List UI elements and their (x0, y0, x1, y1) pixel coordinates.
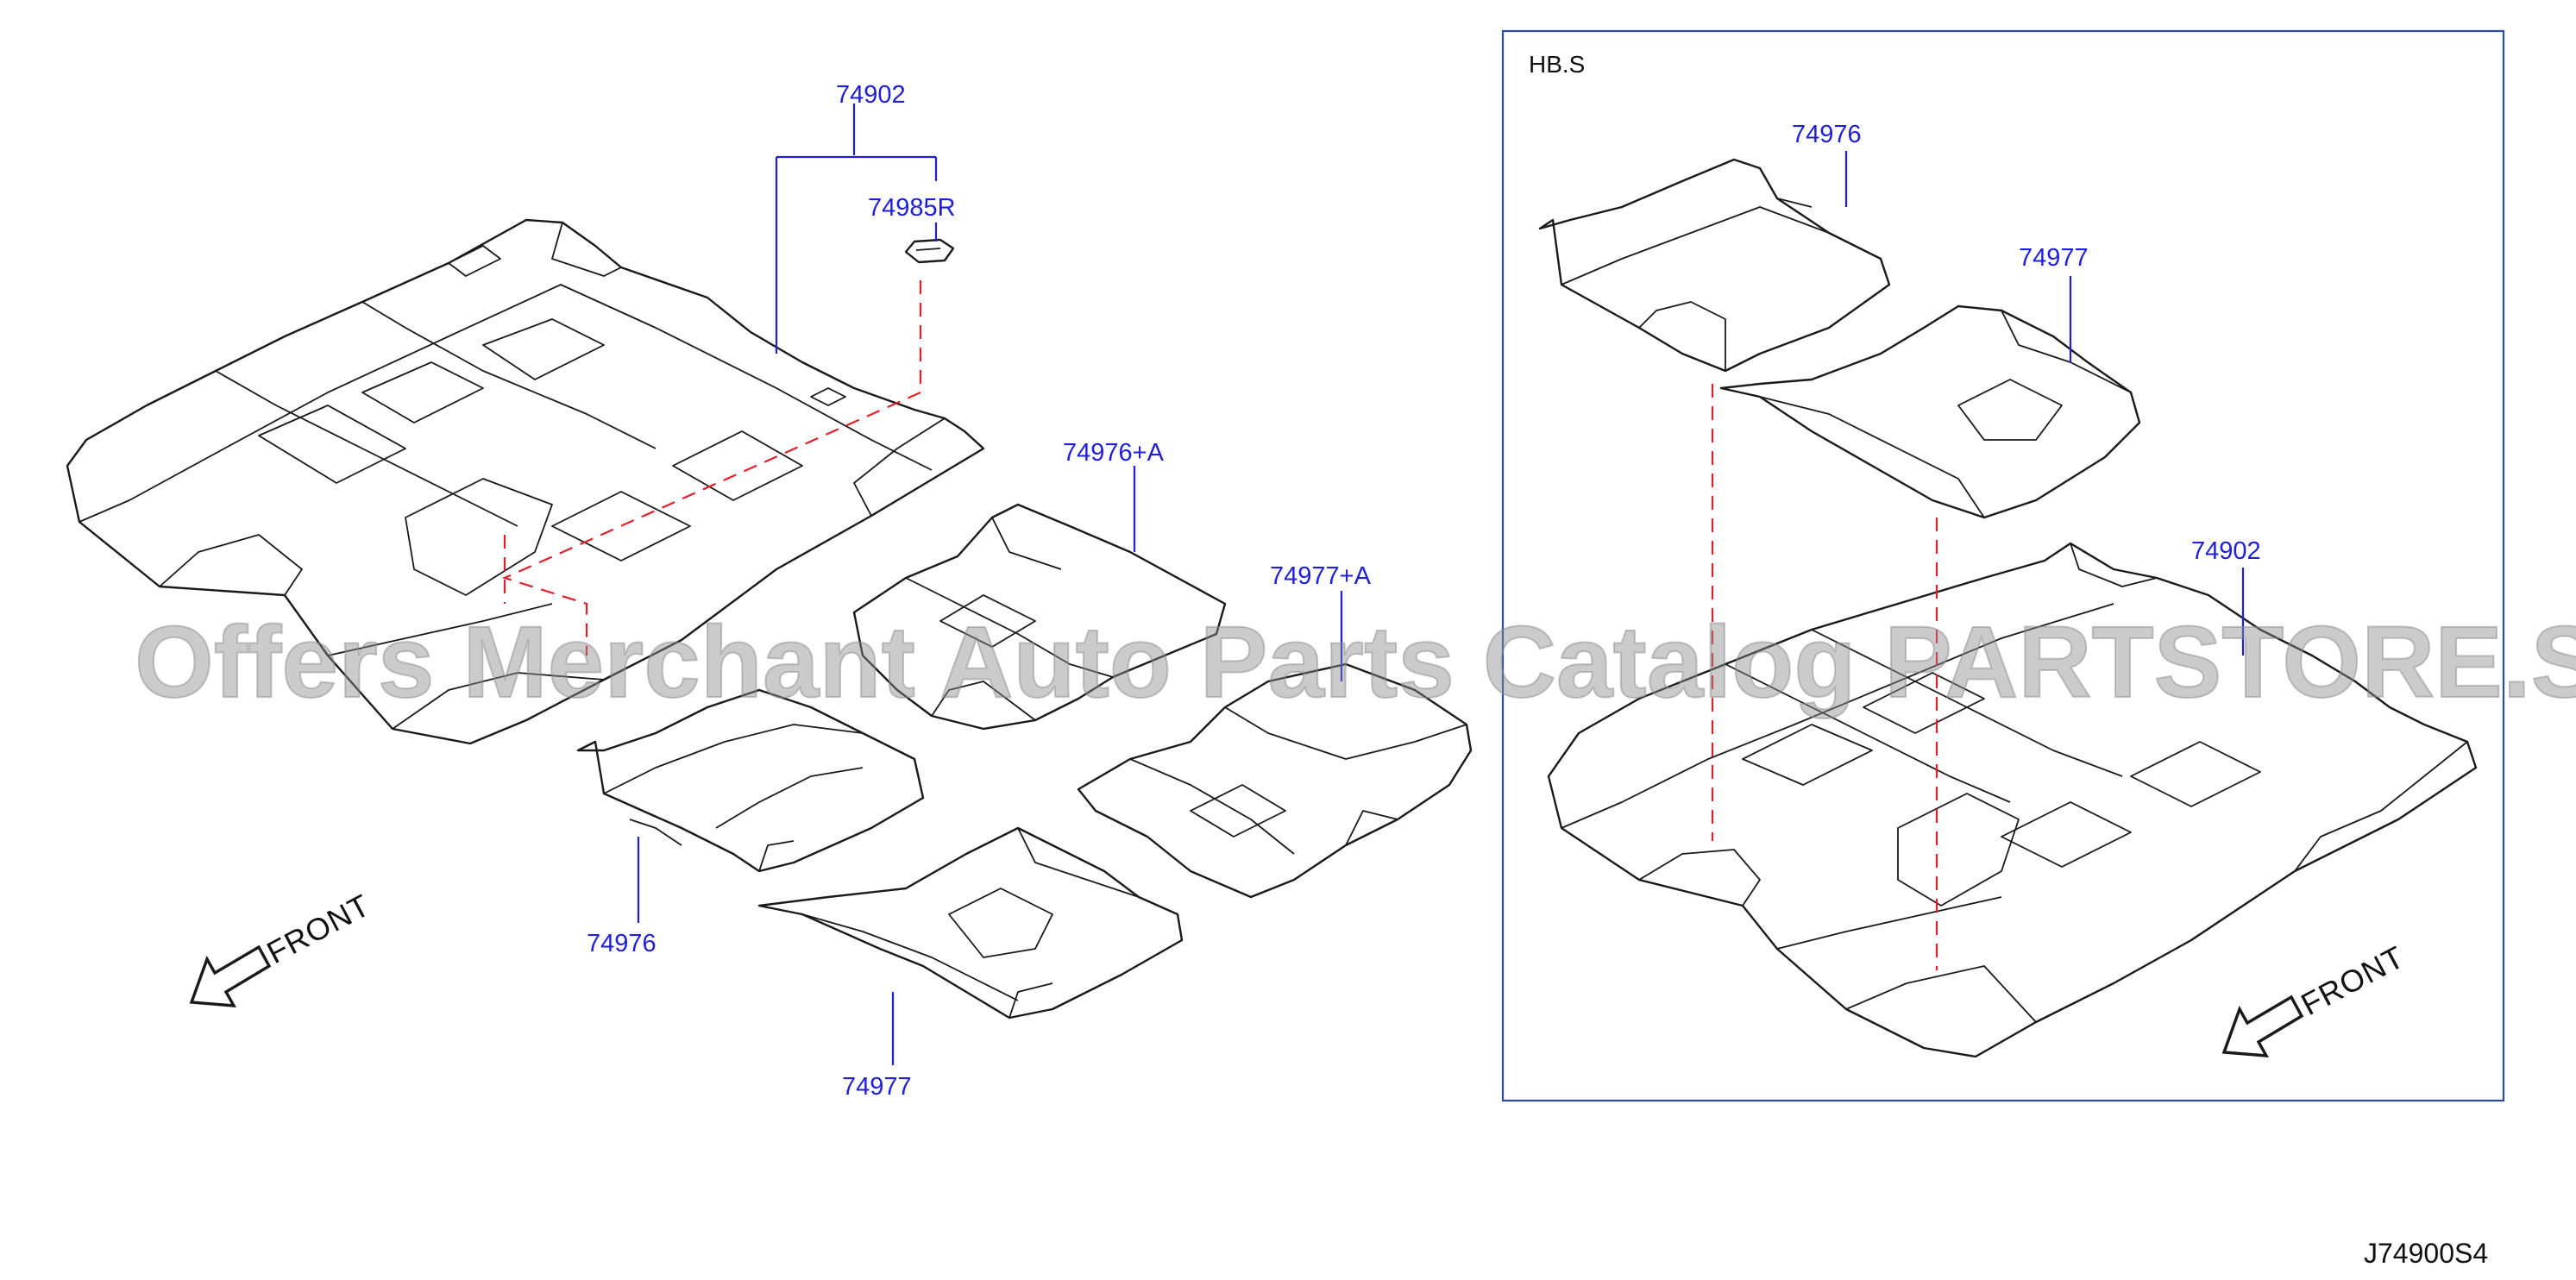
clip-drawing (904, 238, 955, 264)
inset-front-direction-indicator: FRONT (2221, 938, 2410, 1057)
inset-view: HB.S (1501, 29, 2505, 1102)
inset-front-arrow-icon (2221, 995, 2304, 1057)
label-front-mat: 74976 (587, 930, 657, 957)
main-view: 74902 74985R 74976+A 74977+A 74976 74977… (66, 81, 1473, 1101)
watermark: Offers Merchant Auto Parts Catalog PARTS… (135, 605, 2576, 719)
front-label: FRONT (261, 887, 376, 970)
label-carpet-floor: 74902 (836, 81, 906, 109)
label-clip: 74985R (868, 194, 956, 222)
inset-title: HB.S (1529, 51, 1585, 78)
label-rear-mat: 74977 (842, 1073, 912, 1101)
label-front-mat-set: 74976+A (1063, 439, 1165, 467)
drawing-code: J74900S4 (2364, 1238, 2488, 1269)
inset-front-label: FRONT (2296, 938, 2410, 1022)
rear-mat-set-drawing (1077, 662, 1473, 899)
inset-leader-lines (1844, 151, 2245, 656)
rear-mat-drawing (757, 826, 1184, 1020)
leader-carpet-floor (775, 104, 938, 354)
inset-label-carpet-floor: 74902 (2191, 537, 2261, 565)
front-mat-drawing (576, 688, 925, 873)
inset-frame (1501, 29, 2505, 1102)
clip-mounting-line (501, 280, 922, 656)
inset-floor-carpet-drawing (1547, 542, 2478, 1058)
front-direction-indicator: FRONT (189, 887, 376, 1007)
front-mat-set-drawing (852, 503, 1227, 731)
inset-label-rear-mat: 74977 (2019, 244, 2089, 272)
front-arrow-icon (189, 944, 272, 1007)
inset-label-front-mat: 74976 (1792, 121, 1862, 148)
label-rear-mat-set: 74977+A (1270, 562, 1372, 590)
floor-carpet-drawing (66, 218, 985, 745)
main-leader-lines (637, 104, 1343, 1065)
inset-front-mat-drawing (1538, 158, 1891, 373)
main-hidden-lines (501, 280, 922, 656)
inset-hidden-lines (1711, 384, 1938, 970)
inset-rear-mat-drawing (1719, 304, 2141, 519)
